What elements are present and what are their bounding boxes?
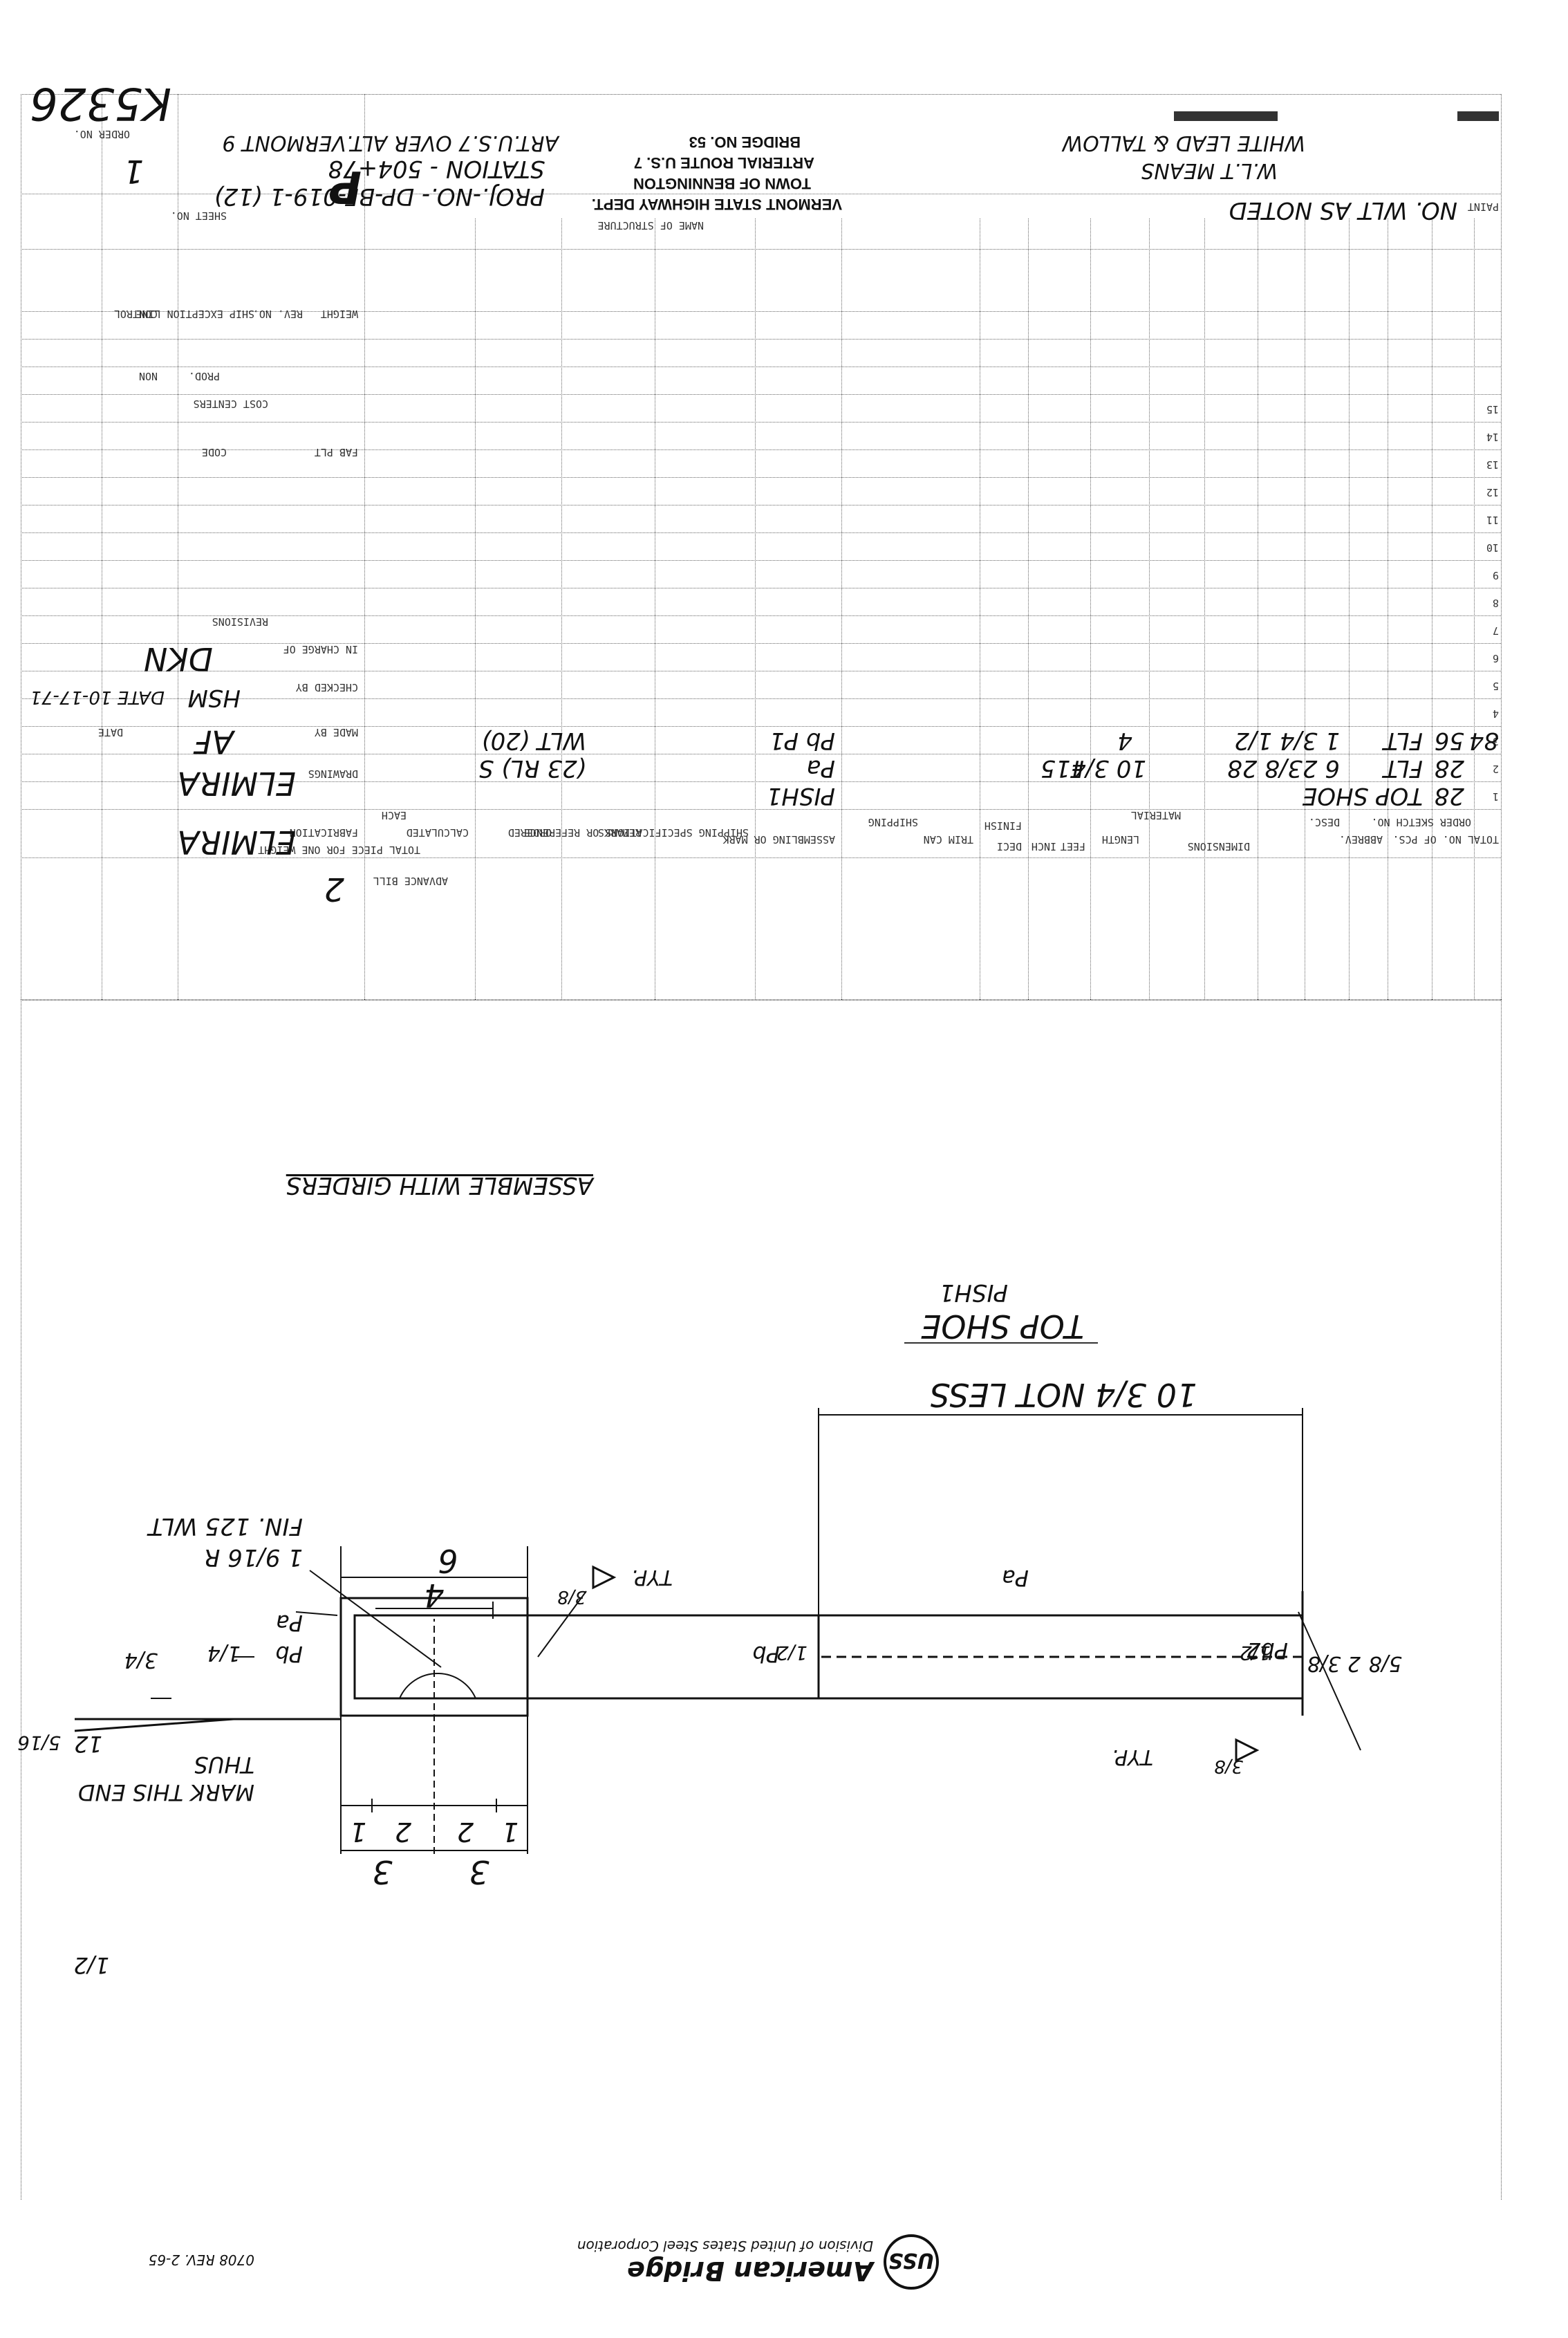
dim-238: 2 3/8 [1307, 1651, 1361, 1676]
weld-1: 3/8 [557, 1586, 586, 1607]
pa-2: Pa [1002, 1565, 1029, 1591]
weld-symbol [592, 1565, 617, 1590]
pb-1: Pb [275, 1641, 303, 1667]
taper-line [74, 1718, 234, 1732]
mark: MARK THIS END [78, 1779, 254, 1806]
dim-2b: 2 [395, 1817, 411, 1847]
dim-14: 1/4 [207, 1641, 241, 1665]
dim-2a: 2 [457, 1817, 474, 1847]
uss-text: USS [888, 2248, 935, 2272]
typ-1: TYP. [631, 1565, 673, 1589]
leader [295, 1611, 338, 1616]
radius-arc [399, 1672, 476, 1699]
dim-6: 6 [438, 1542, 458, 1579]
division: Division of United States Steel Corporat… [577, 2238, 873, 2254]
dim-1b: 1 [350, 1817, 366, 1847]
fin: FIN. 125 WLT [147, 1512, 303, 1540]
dim-1a: 1 [502, 1817, 519, 1847]
dim-3b: 3 [372, 1853, 392, 1891]
uss-logo [884, 2234, 939, 2290]
end-plate [353, 1614, 529, 1700]
leader [309, 1570, 442, 1668]
weld-symbol [1235, 1738, 1260, 1763]
radius: 1 9/16 R [204, 1543, 303, 1571]
dim-3a: 3 [469, 1853, 489, 1891]
thus: THUS [194, 1752, 254, 1778]
dim-34: 3/4 [124, 1648, 158, 1672]
leader [537, 1590, 587, 1658]
dim-4: 4 [424, 1577, 444, 1614]
dim-516: 5/16 [17, 1732, 61, 1754]
pb-2: Pb [752, 1641, 780, 1667]
dim-104: 10 3/4 NOT LESS [930, 1376, 1197, 1413]
margin-note: 1/2 [74, 1952, 110, 1978]
weld-2: 3/8 [1214, 1756, 1243, 1776]
dim-58: 5/8 [1369, 1651, 1402, 1676]
pa-1: Pa [276, 1610, 303, 1636]
typ-2: TYP. [1112, 1745, 1153, 1769]
pb-3: Pb2 [1247, 1637, 1288, 1664]
leader [1298, 1611, 1361, 1751]
dim-12: 12 [74, 1731, 102, 1757]
company: American Bridge [627, 2256, 875, 2286]
form-no: 0708 REV. 2-65 [149, 2252, 254, 2268]
half-l: 1/2 [776, 1642, 808, 1664]
half-r: 1/2 [1240, 1642, 1271, 1664]
